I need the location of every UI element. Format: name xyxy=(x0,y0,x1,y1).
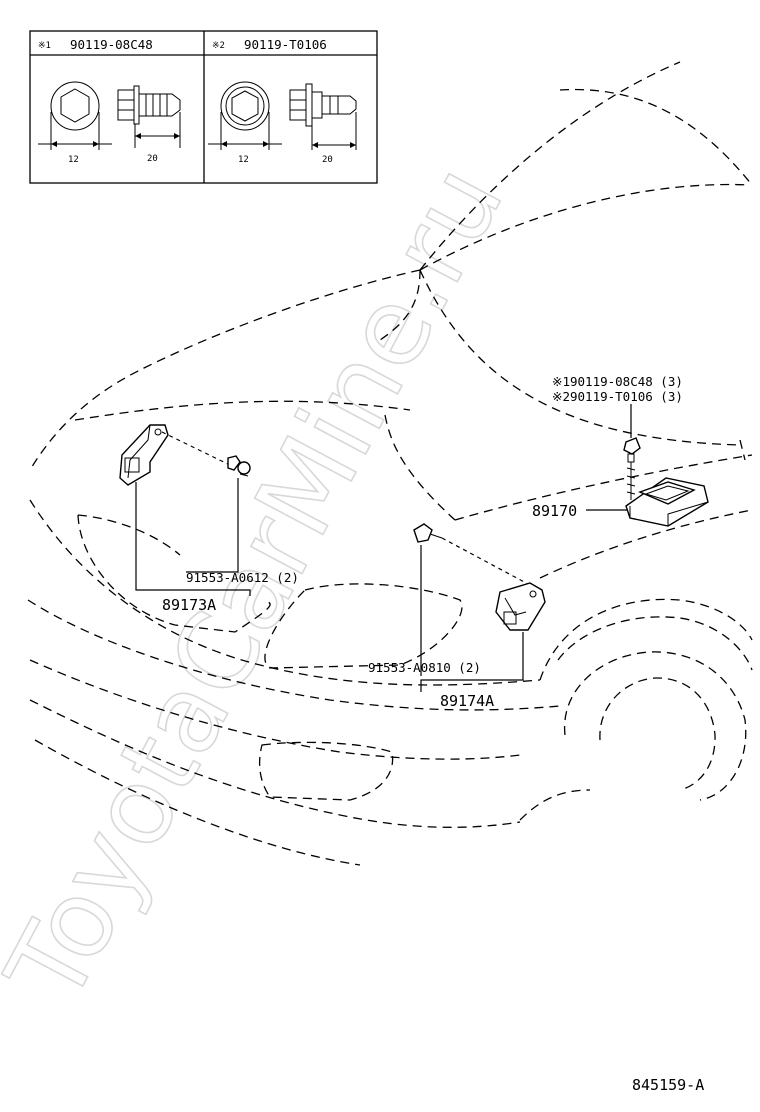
fastener-1-side-view: 20 xyxy=(117,85,181,164)
airbag-sensor-assembly xyxy=(625,477,709,527)
fastener-2-end-view: 12 xyxy=(208,81,282,165)
vehicle-outline xyxy=(27,61,753,866)
fastener-1-length-dim: 20 xyxy=(147,154,158,164)
fastener-inset: ※1 90119-08C48 ※2 90119-T0106 12 xyxy=(29,30,378,184)
right-bolt-dashed-link xyxy=(441,537,529,585)
fastener-2-side-view: 20 xyxy=(289,83,357,165)
bolt-ref-2-label: ※290119-T0106 (3) xyxy=(552,389,683,404)
bolt-ref-1-label: ※190119-08C48 (3) xyxy=(552,374,683,389)
left-sensor-label: 89173A xyxy=(162,596,216,614)
left-sensor-bolt xyxy=(227,455,251,477)
fastener-2-part-number: 90119-T0106 xyxy=(244,37,327,52)
fastener-2-width-dim: 12 xyxy=(238,155,249,165)
fastener-1-mark: ※1 xyxy=(38,41,51,51)
left-sensor-leader xyxy=(135,482,251,596)
fastener-2-length-dim: 20 xyxy=(322,155,333,165)
right-sensor-label: 89174A xyxy=(440,692,494,710)
right-front-airbag-sensor xyxy=(495,582,546,631)
right-sensor-leader xyxy=(420,632,524,692)
fastener-1-part-number: 90119-08C48 xyxy=(70,37,153,52)
fastener-2-mark: ※2 xyxy=(212,41,225,51)
right-sensor-bolt xyxy=(413,523,443,543)
right-sensor-bolt-label: 91553-A0810 (2) xyxy=(368,660,481,675)
diagram-number: 845159-A xyxy=(632,1076,704,1094)
fastener-1-width-dim: 12 xyxy=(68,155,79,165)
left-bolt-leader xyxy=(186,478,239,573)
sensor-assy-bolt xyxy=(623,437,641,500)
left-sensor-bolt-label: 91553-A0612 (2) xyxy=(186,570,299,585)
left-front-airbag-sensor xyxy=(119,424,237,486)
fastener-1-end-view: 12 xyxy=(38,81,112,165)
sensor-assy-label: 89170 xyxy=(532,502,577,520)
